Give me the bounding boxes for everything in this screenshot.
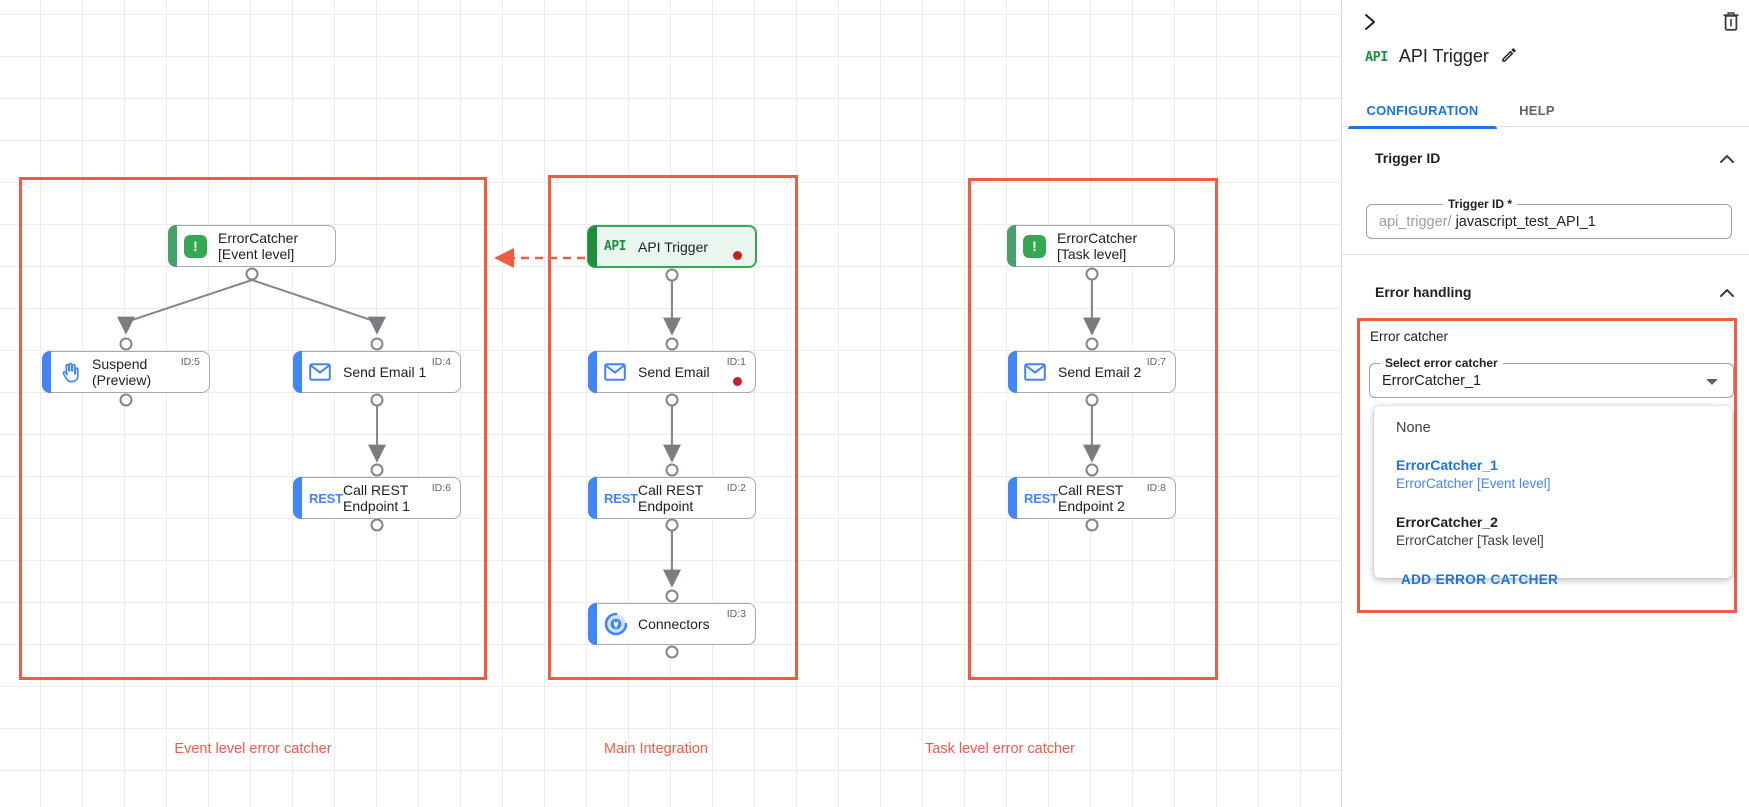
error-catcher-highlight: Error catcher Select error catcher Error… (1357, 318, 1737, 613)
node-label: Call REST Endpoint 1 (343, 481, 410, 514)
node-connectors[interactable]: Connectors ID:3 (588, 603, 756, 645)
node-accent-bar (588, 351, 597, 393)
node-id: ID:3 (726, 608, 746, 620)
select-error-catcher-label: Select error catcher (1380, 356, 1503, 370)
node-accent-bar (1008, 477, 1017, 519)
config-panel: API API Trigger CONFIGURATION HELP Trigg… (1341, 0, 1749, 807)
node-id: ID:6 (431, 482, 451, 494)
hand-suspend-icon (58, 352, 81, 392)
error-handling-section-title: Error handling (1375, 284, 1472, 300)
node-accent-bar (1008, 351, 1017, 393)
task-level-group-highlight (968, 178, 1218, 680)
workflow-canvas[interactable]: ! ErrorCatcher [Event level] Suspend (Pr… (0, 0, 1341, 807)
connectors-icon (604, 604, 628, 644)
node-label: ErrorCatcher [Task level] (1057, 229, 1138, 262)
collapse-panel-icon[interactable] (1362, 13, 1379, 34)
node-errorcatcher-task-level[interactable]: ! ErrorCatcher [Task level] (1007, 225, 1175, 267)
option-subtitle: ErrorCatcher [Task level] (1396, 532, 1544, 548)
collapse-error-handling-icon[interactable] (1720, 286, 1734, 301)
edit-title-icon[interactable] (1500, 46, 1518, 67)
trigger-id-field-value: api_trigger/ javascript_test_API_1 (1379, 213, 1596, 230)
api-trigger-badge-icon: API (1365, 48, 1388, 65)
node-send-email[interactable]: Send Email ID:1 (588, 351, 756, 393)
node-accent-bar (293, 351, 302, 393)
event-level-group-highlight (19, 177, 487, 680)
option-title: ErrorCatcher_1 (1396, 457, 1498, 473)
tab-configuration[interactable]: CONFIGURATION (1348, 93, 1497, 129)
node-accent-bar (588, 226, 597, 267)
node-label: Call REST Endpoint (638, 481, 704, 514)
error-dot (733, 251, 742, 260)
add-error-catcher-button[interactable]: ADD ERROR CATCHER (1401, 572, 1559, 587)
node-suspend-preview[interactable]: Suspend (Preview) ID:5 (42, 351, 210, 393)
node-label: Send Email 2 (1058, 363, 1142, 380)
node-api-trigger[interactable]: API API Trigger (587, 225, 757, 268)
trigger-id-field[interactable]: Trigger ID * api_trigger/ javascript_tes… (1366, 197, 1732, 239)
rest-icon: REST (309, 490, 343, 506)
option-subtitle: ErrorCatcher [Event level] (1396, 475, 1551, 491)
email-icon (309, 352, 331, 392)
error-dot (733, 377, 742, 386)
panel-title: API Trigger (1398, 46, 1489, 66)
main-integration-group-label: Main Integration (604, 741, 708, 757)
node-label: API Trigger (638, 238, 709, 255)
email-icon (1024, 352, 1046, 392)
node-label: Suspend (Preview) (92, 355, 152, 388)
error-catcher-dropdown-menu: None ErrorCatcher_1 ErrorCatcher [Event … (1374, 406, 1732, 587)
email-icon (604, 352, 626, 392)
node-label: Send Email 1 (343, 363, 427, 380)
select-error-catcher[interactable]: Select error catcher ErrorCatcher_1 (1369, 356, 1734, 398)
node-id: ID:5 (180, 356, 200, 368)
node-id: ID:4 (431, 356, 451, 368)
node-accent-bar (588, 477, 597, 519)
node-call-rest-endpoint-1[interactable]: REST Call REST Endpoint 1 ID:6 (293, 477, 461, 519)
error-catcher-icon: ! (184, 226, 207, 266)
node-label: Connectors (638, 615, 710, 632)
node-id: ID:2 (726, 482, 746, 494)
main-integration-group-highlight (548, 175, 798, 680)
node-id: ID:1 (726, 356, 746, 368)
node-call-rest-endpoint[interactable]: REST Call REST Endpoint ID:2 (588, 477, 756, 519)
menu-option-none[interactable]: None (1396, 420, 1431, 436)
error-catcher-label: Error catcher (1370, 329, 1449, 344)
tab-help[interactable]: HELP (1519, 102, 1555, 118)
rest-icon: REST (1024, 490, 1058, 506)
event-level-group-label: Event level error catcher (174, 741, 332, 757)
node-id: ID:7 (1146, 356, 1166, 368)
node-label: ErrorCatcher [Event level] (218, 229, 299, 262)
error-catcher-icon: ! (1023, 226, 1046, 266)
node-call-rest-endpoint-2[interactable]: REST Call REST Endpoint 2 ID:8 (1008, 477, 1176, 519)
node-send-email-2[interactable]: Send Email 2 ID:7 (1008, 351, 1176, 393)
task-level-group-label: Task level error catcher (925, 741, 1075, 757)
node-accent-bar (588, 603, 597, 645)
trigger-id-section-title: Trigger ID (1375, 150, 1441, 166)
node-accent-bar (1007, 225, 1016, 267)
node-errorcatcher-event-level[interactable]: ! ErrorCatcher [Event level] (168, 225, 336, 267)
node-label: Send Email (638, 363, 710, 380)
delete-trigger-icon[interactable] (1723, 12, 1739, 34)
node-label: Call REST Endpoint 2 (1058, 481, 1125, 514)
menu-option-errorcatcher-2[interactable]: ErrorCatcher_2 ErrorCatcher [Task level] (1374, 513, 1732, 550)
api-trigger-icon: API (604, 239, 626, 254)
collapse-trigger-id-icon[interactable] (1720, 152, 1734, 167)
dropdown-arrow-icon (1706, 378, 1718, 385)
node-send-email-1[interactable]: Send Email 1 ID:4 (293, 351, 461, 393)
trigger-id-field-label: Trigger ID * (1443, 197, 1518, 211)
node-accent-bar (42, 351, 51, 393)
select-error-catcher-value: ErrorCatcher_1 (1382, 372, 1482, 389)
panel-tabs: CONFIGURATION HELP (1342, 93, 1749, 129)
node-accent-bar (168, 225, 177, 267)
menu-option-errorcatcher-1[interactable]: ErrorCatcher_1 ErrorCatcher [Event level… (1374, 456, 1732, 493)
section-divider (1342, 254, 1749, 255)
rest-icon: REST (604, 490, 638, 506)
option-title: ErrorCatcher_2 (1396, 514, 1498, 530)
node-id: ID:8 (1146, 482, 1166, 494)
node-accent-bar (293, 477, 302, 519)
